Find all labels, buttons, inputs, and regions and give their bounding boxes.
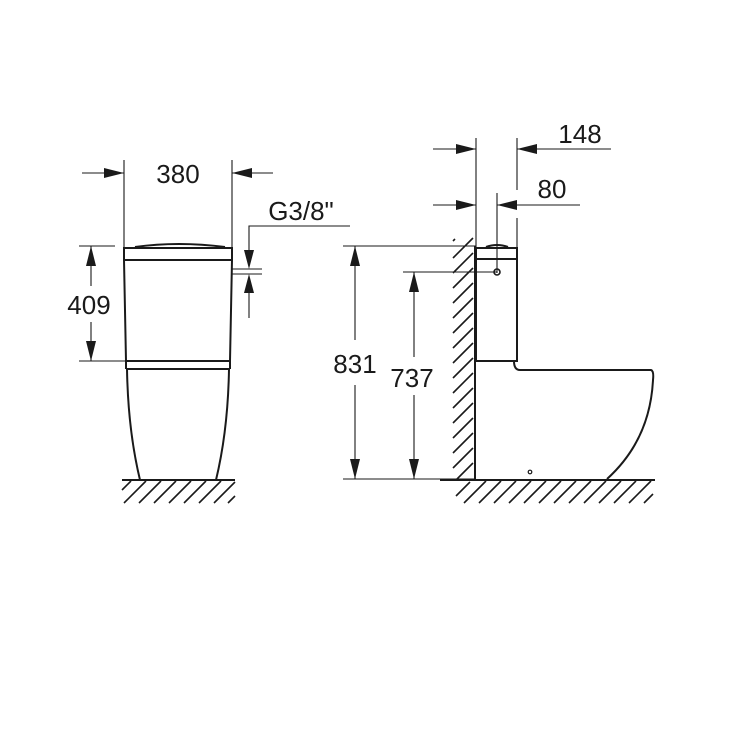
drain-point-marker: [527, 469, 533, 475]
toilet-front-outline: [123, 243, 233, 481]
floor-side: [440, 479, 655, 504]
width-label: 380: [156, 159, 199, 189]
width-dimension: 380: [82, 159, 273, 250]
tank-depth-dimension: 148: [433, 119, 611, 248]
inlet-height-dimension: 737: [390, 271, 497, 479]
total-height-label: 831: [333, 349, 376, 379]
inlet-offset-label: 80: [538, 174, 567, 204]
tank-height-dimension: 409: [67, 245, 125, 362]
connection-label: G3/8": [268, 196, 334, 226]
water-inlet-marker: [493, 268, 501, 276]
wall: [452, 237, 476, 481]
connection-dimension: G3/8": [232, 196, 350, 318]
side-view: 148 80 831 737: [333, 119, 655, 504]
inlet-height-label: 737: [390, 363, 433, 393]
tank-height-label: 409: [67, 290, 110, 320]
toilet-side-outline: [475, 244, 655, 480]
front-view: 380 G3/8" 409: [67, 159, 350, 504]
tank-depth-label: 148: [558, 119, 601, 149]
floor-front: [121, 479, 236, 504]
